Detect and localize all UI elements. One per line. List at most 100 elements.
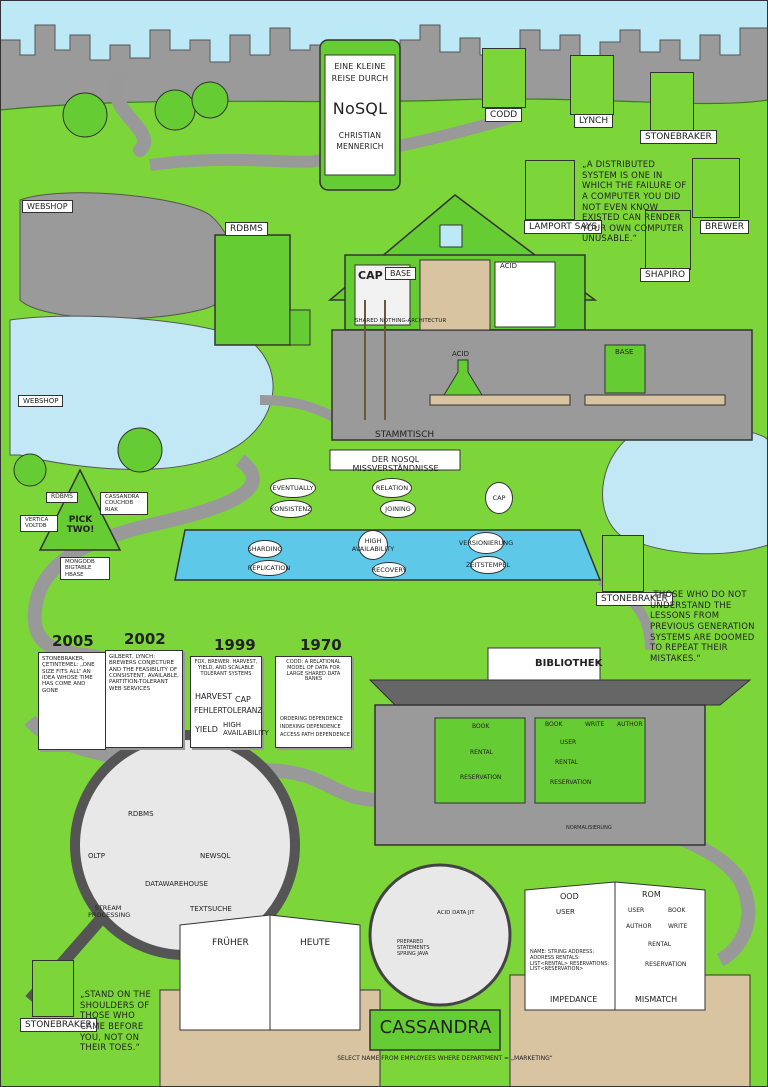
lamport-portrait [525, 160, 575, 220]
hourglass-label2: PREPARED STATEMENTS SPRING JAVA [397, 939, 430, 957]
imp-rental: RENTAL [648, 941, 672, 948]
year-1999: 1999 [214, 636, 256, 654]
stonebraker-bottom-quote: „STAND ON THE SHOULDERS OF THOSE WHO CAM… [80, 990, 152, 1054]
card-1970: CODD: A RELATIONAL MODEL OF DATA FOR LAR… [275, 656, 352, 748]
cassandra-small-sign: CASSANDRA COUCHDB RIAK [100, 492, 148, 515]
stonebraker-mid-portrait [602, 535, 644, 592]
stonebraker-top-label: STONEBRAKER [640, 130, 717, 145]
stonebraker-mid-quote: „THOSE WHO DO NOT UNDERSTAND THE LESSONS… [650, 590, 755, 664]
pick-two-label: PICK TWO! [66, 515, 95, 536]
imp-impedance: IMPEDANCE [550, 995, 598, 1004]
webshop-sign: WEBSHOP [22, 200, 73, 214]
card-2005: STONEBRAKER, ÇETINTEMEL: „ONE SIZE FITS … [38, 652, 106, 750]
tool-newsql: NEWSQL [200, 852, 231, 860]
stammtisch-title: STAMMTISCH [375, 430, 435, 440]
brewer-label: BREWER [700, 220, 749, 235]
bubble-eventually: EVENTUALLY [270, 478, 316, 498]
year-2005: 2005 [52, 632, 94, 650]
base-flask-label: BASE [615, 348, 634, 356]
lib-user: USER [560, 739, 577, 746]
hourglass-label1: ACID DATA JIT [437, 910, 475, 916]
tool-rdbms: RDBMS [128, 810, 154, 818]
card-1999-high: HIGH AVAILABILITY [223, 721, 269, 738]
voltdb-sign: VERTICA VOLTDB [20, 515, 58, 532]
webshop-lower-sign: WEBSHOP [18, 395, 64, 408]
card-1999-harvest: HARVEST [195, 692, 233, 701]
bubble-sharding: SHARDING [248, 540, 282, 558]
card-1999-fehler: FEHLERTOLERANZ [194, 706, 263, 715]
imp-user: USER [556, 908, 575, 916]
year-2002: 2002 [124, 630, 166, 648]
barn-cap: CAP [358, 269, 383, 282]
barn-base: BASE [385, 267, 417, 281]
bubble-versionierung: VERSIONIERUNG [459, 532, 513, 554]
lamport-quote: „A DISTRIBUTED SYSTEM IS ONE IN WHICH TH… [582, 160, 687, 245]
lib-reservation2: RESERVATION [550, 779, 592, 786]
book-author-line1: CHRISTIAN [338, 131, 382, 140]
book-title-line1: EINE KLEINE [334, 62, 386, 71]
book-author-line2: MENNERICH [336, 142, 384, 151]
codd-label: CODD [485, 108, 523, 123]
imp-ood: OOD [560, 892, 579, 901]
bubble-recovery: RECOVERY [372, 562, 406, 578]
bibliothek-title: BIBLIOTHEK [535, 658, 603, 669]
barn-acid-board: ACID [500, 262, 518, 270]
imp-author: AUTHOR [626, 923, 652, 930]
lib-reservation: RESERVATION [460, 774, 502, 781]
card-1999-text: FOX, BREWER: HARVEST, YIELD, AND SCALABL… [194, 659, 258, 677]
imp-book: BOOK [668, 907, 686, 914]
bubble-cap: CAP [485, 482, 513, 514]
lamport-label: LAMPORT SAYS [524, 220, 603, 235]
card-1970-d1: ORDERING DEPENDENCE [280, 716, 343, 722]
lib-author: AUTHOR [617, 721, 643, 728]
bubble-konsistenz: KONSISTENZ [270, 500, 312, 518]
codd-portrait [482, 48, 526, 108]
lynch-label: LYNCH [574, 114, 614, 129]
bubble-zeitstempel: ZEITSTEMPEL [466, 556, 510, 574]
card-1999: FOX, BREWER: HARVEST, YIELD, AND SCALABL… [190, 656, 269, 748]
barn-shared-nothing: SHARED NOTHING-ARCHITECTUR [355, 318, 447, 324]
card-1999-yield: YIELD [195, 725, 218, 734]
book-title-line2: REISE DURCH [331, 74, 389, 83]
book-heute: HEUTE [300, 938, 331, 948]
bubble-joining: JOINING [380, 500, 416, 518]
imp-write: WRITE [668, 923, 688, 930]
acid-flask-label: ACID [452, 350, 470, 358]
cassandra-query: SELECT NAME FROM EMPLOYEES WHERE DEPARTM… [337, 1055, 553, 1062]
lib-write: WRITE [585, 721, 605, 728]
year-1970: 1970 [300, 636, 342, 654]
lib-book2: BOOK [545, 721, 563, 728]
tool-stream: STREAM PROCESSING [88, 904, 131, 920]
card-1970-d2: INDEXING DEPENDENCE [280, 724, 341, 730]
shapiro-label: SHAPIRO [640, 268, 691, 283]
lib-book: BOOK [472, 723, 490, 730]
book-frueher: FRÜHER [212, 938, 249, 948]
book-title-nosql: NoSQL [332, 99, 388, 118]
brewer-portrait [692, 158, 740, 218]
imp-user2: USER [628, 907, 645, 914]
stonebraker-bottom-label: STONEBRAKER [20, 1018, 97, 1033]
bubble-relation: RELATION [372, 478, 412, 498]
stonebraker-bottom-portrait [32, 960, 74, 1017]
bubble-replication: REPLICATION [248, 560, 290, 576]
card-1970-d3: ACCESS PATH DEPENDENCE [280, 732, 350, 738]
imp-fields: NAME: STRING ADDRESS: ADDRESS RENTALS: L… [530, 949, 610, 973]
lib-normalisierung: NORMALISIERUNG [566, 825, 612, 831]
stonebraker-mid-label: STONEBRAKER [596, 592, 673, 607]
cassandra-book-title: CASSANDRA [379, 1017, 492, 1038]
tool-datawarehouse: DATAWAREHOUSE [145, 880, 209, 888]
mongodb-sign: MONGODB BIGTABLE HBASE [60, 557, 110, 580]
stammtisch-banner: DER NOSQL MISSVERSTÄNDNISSE [352, 455, 439, 474]
bubble-high-availability: HIGH AVAILABILITY [352, 530, 394, 560]
lynch-portrait [570, 55, 614, 115]
stonebraker-top-portrait [650, 72, 694, 132]
lib-rental: RENTAL [470, 749, 494, 756]
card-2002: GILBERT, LYNCH: BREWERS CONJECTURE AND T… [105, 650, 183, 748]
rdbms-sign: RDBMS [225, 222, 268, 237]
rdbms-small-sign: RDBMS [46, 492, 78, 503]
imp-rom: ROM [642, 890, 661, 899]
lib-rental2: RENTAL [555, 759, 579, 766]
tool-textsuche: TEXTSUCHE [190, 905, 232, 913]
